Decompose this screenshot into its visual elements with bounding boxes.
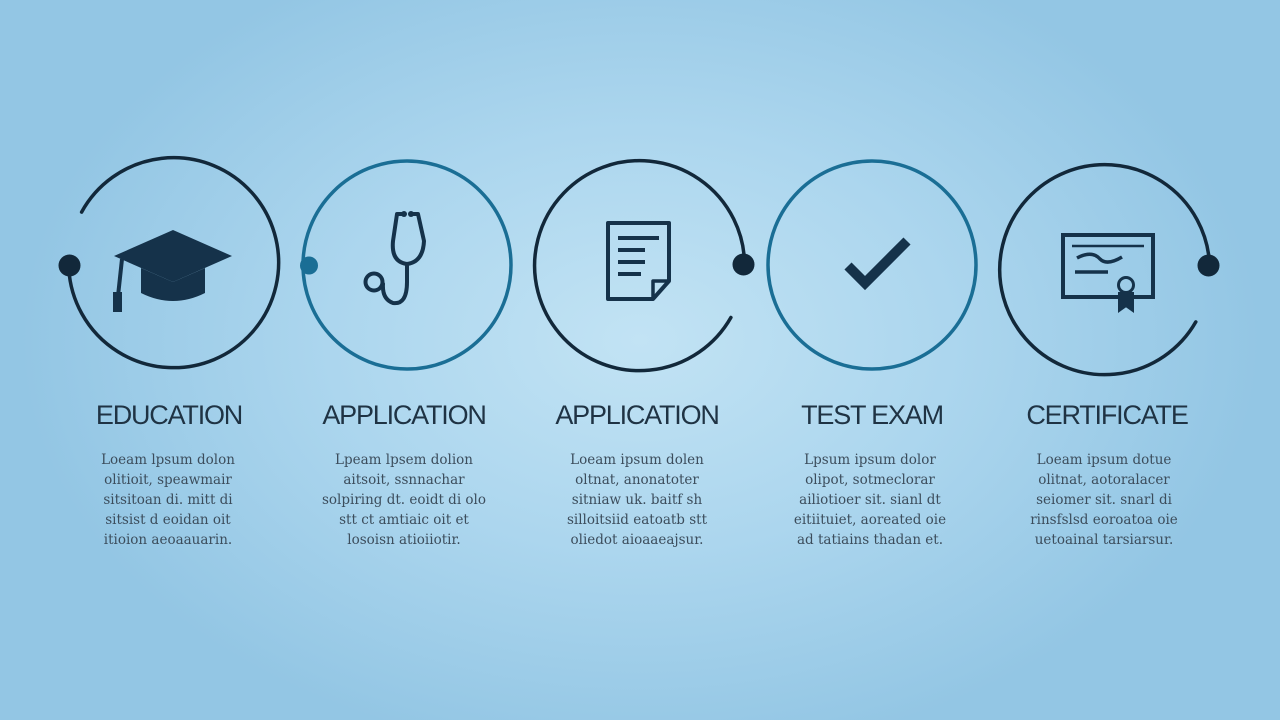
step-3-ring	[532, 158, 755, 373]
step-2-title: APPLICATION	[322, 400, 487, 430]
step-5-title: CERTIFICATE	[1026, 400, 1189, 430]
step-5-description: Loeam ipsum dotue olitnat, aotoralacer s…	[1030, 452, 1178, 548]
step-4-title: TEST EXAM	[801, 400, 944, 430]
step-3-connector-dot	[732, 253, 755, 276]
step-3-title: APPLICATION	[555, 400, 720, 430]
graduation-cap-icon	[113, 230, 232, 312]
step-1-connector-dot	[58, 254, 81, 277]
step-1-description: Loeam lpsum dolon olitioit, speawmair si…	[101, 452, 235, 548]
step-1-title: EDUCATION	[95, 400, 243, 430]
stethoscope-icon	[363, 211, 426, 306]
step-4-description: Lpsum ipsum dolor olipot, sotmeclorar ai…	[793, 452, 947, 548]
step-5-connector-dot	[1197, 254, 1220, 277]
certificate-icon	[1061, 233, 1155, 313]
step-3-description: Loeam ipsum dolen oltnat, anonatoter sit…	[566, 452, 708, 548]
step-2-description: Lpeam lpsem dolion aitsoit, ssnnachar so…	[322, 452, 486, 548]
checkmark-icon	[844, 237, 911, 291]
step-5-ring	[998, 162, 1220, 377]
step-2-connector-dot	[300, 256, 318, 275]
document-icon	[606, 221, 671, 301]
step-2-ring	[300, 159, 513, 371]
step-4-ring	[766, 159, 978, 371]
step-1-ring	[58, 155, 281, 370]
